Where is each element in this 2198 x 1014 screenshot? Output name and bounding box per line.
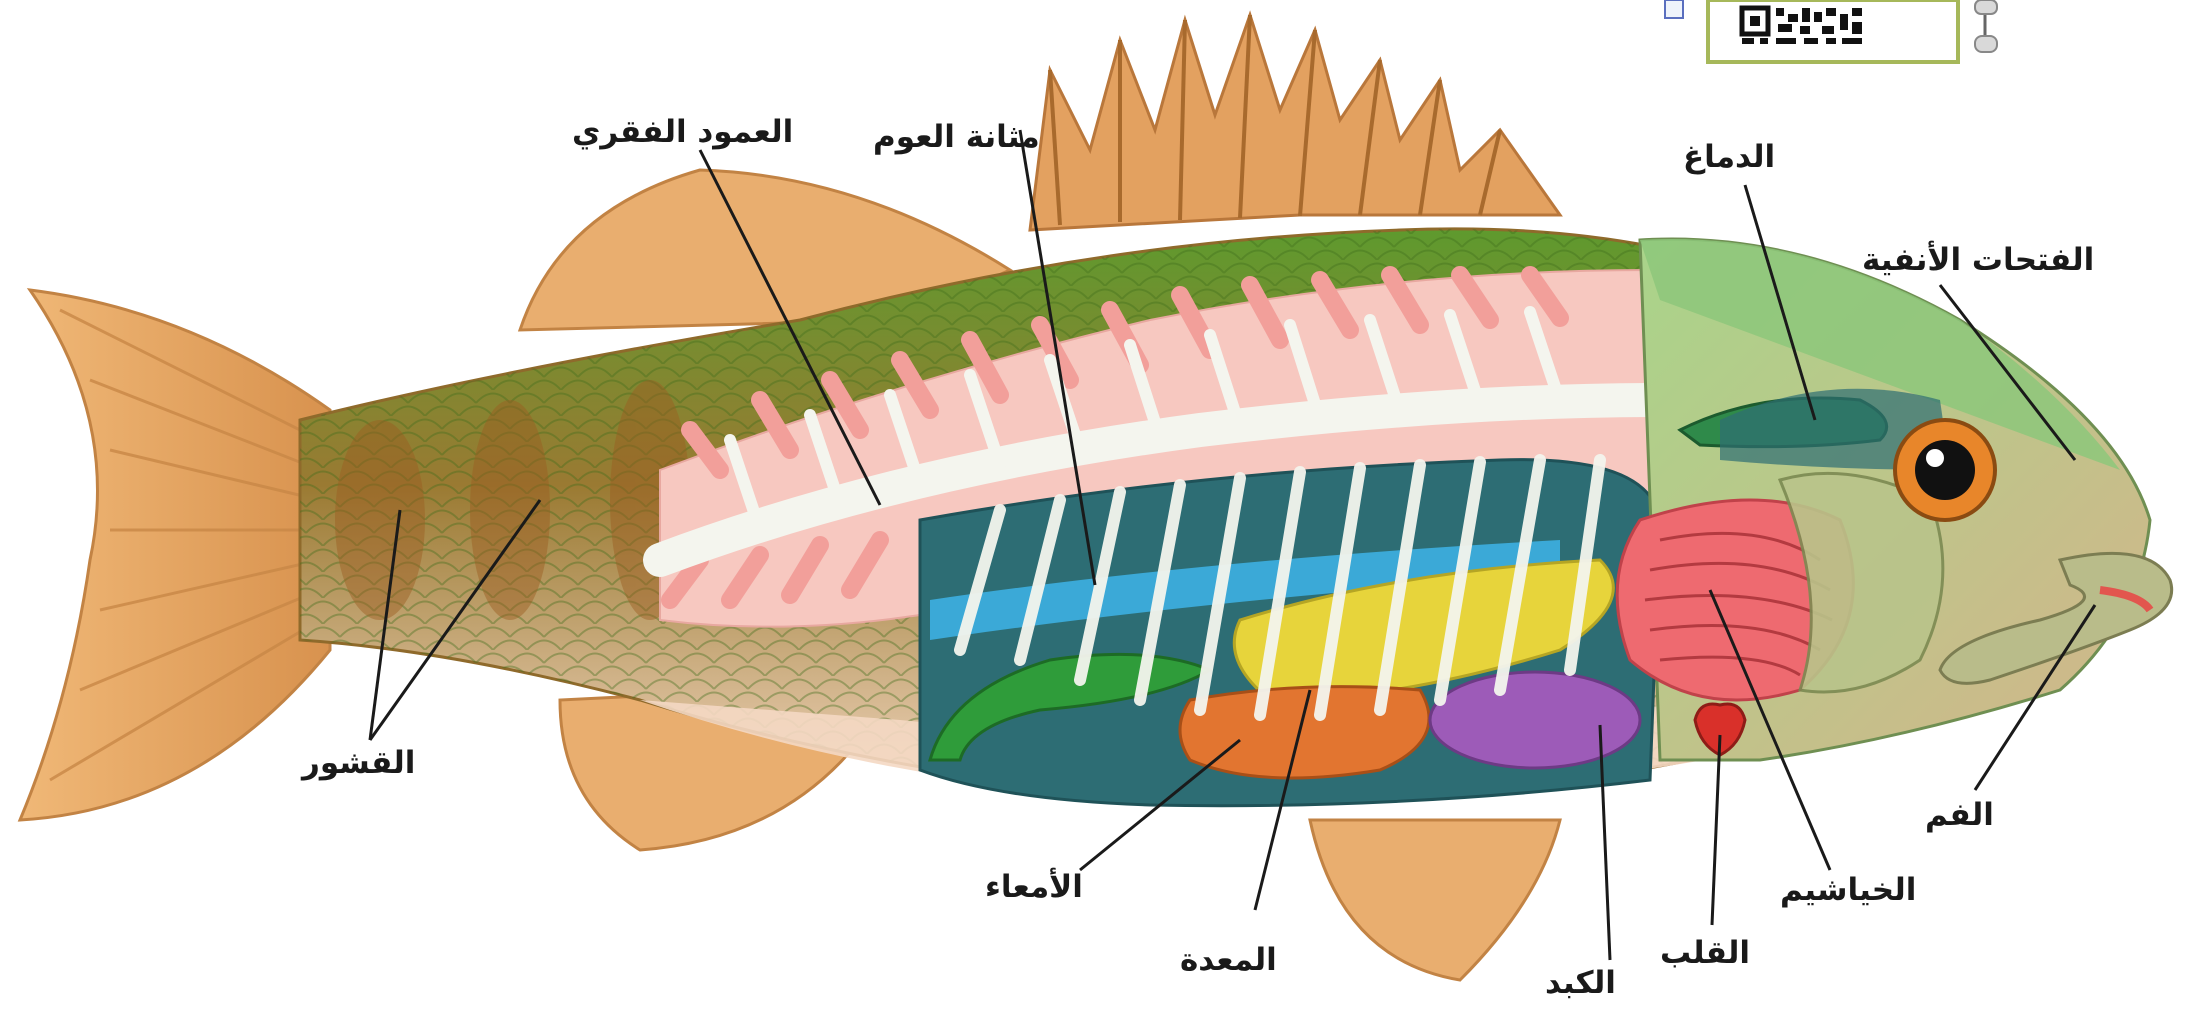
liver-organ (1430, 672, 1640, 768)
label-liver: الكبد (1545, 968, 1616, 999)
label-gills: الخياشيم (1780, 875, 1916, 906)
intestine-orange (1180, 687, 1429, 778)
label-scales: القشور (302, 748, 415, 779)
label-heart: القلب (1660, 938, 1750, 969)
label-intestines: الأمعاء (985, 872, 1083, 903)
label-swim-bladder: مثانة العوم (873, 122, 1040, 153)
label-brain: الدماغ (1683, 142, 1775, 173)
qr-widget[interactable] (1665, 0, 1997, 62)
slider-handle-icon[interactable] (1975, 0, 1997, 52)
pelvic-fin (1310, 820, 1560, 980)
label-mouth: الفم (1925, 800, 1994, 831)
dorsal-fin (1030, 15, 1560, 230)
tail-fin (20, 290, 330, 820)
label-stomach: المعدة (1180, 945, 1277, 976)
label-nostrils: الفتحات الأنفية (1862, 245, 2094, 276)
label-spine: العمود الفقري (572, 117, 793, 148)
eye (1895, 420, 1995, 520)
